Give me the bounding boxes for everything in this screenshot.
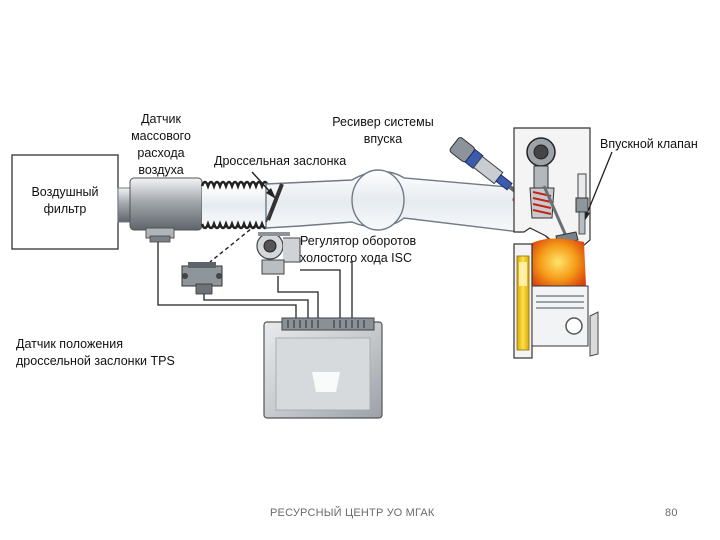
tps-sensor-label-line2: дроссельной заслонки TPS — [16, 354, 175, 368]
corrugated-hose — [200, 180, 270, 230]
intake-receiver-label: Ресивер системы впуска — [332, 115, 434, 146]
tps-linkage-dashed — [209, 211, 273, 263]
cylinder-head — [513, 127, 591, 253]
intake-valve-label: Впускной клапан — [600, 137, 698, 151]
footer-page-number: 80 — [665, 507, 678, 519]
air-filter-label: Воздушный фильтр — [31, 185, 99, 216]
maf-sensor-label: Датчик массового расхода воздуха — [131, 112, 191, 177]
isc-regulator — [256, 232, 301, 275]
intake-receiver-plenum — [351, 169, 405, 231]
spark-plug — [575, 173, 589, 235]
tps-sensor — [181, 262, 223, 295]
combustion-flame — [530, 238, 586, 292]
fuel-injector — [449, 137, 519, 195]
air-filter-box — [11, 154, 119, 250]
footer-center-text: РЕСУРСНЫЙ ЦЕНТР УО МГАК — [270, 507, 435, 519]
throttle-pointer-arrow — [251, 171, 276, 199]
tps-sensor-label-line1: Датчик положения — [16, 337, 123, 351]
throttle-valve-label: Дроссельная заслонка — [214, 154, 347, 168]
tps-sensor-label: Датчик положения дроссельной заслонки TP… — [16, 336, 175, 370]
isc-regulator-label: Регулятор оборотов холостого хода ISC — [300, 233, 416, 267]
isc-regulator-label-line1: Регулятор оборотов — [300, 234, 417, 248]
isc-regulator-label-line2: холостого хода ISC — [300, 251, 413, 265]
cylinder-block — [513, 243, 599, 359]
ecu-unit — [263, 317, 383, 419]
wiring — [157, 240, 353, 322]
maf-sensor — [129, 177, 203, 243]
throttle-valve-plate — [265, 183, 284, 223]
